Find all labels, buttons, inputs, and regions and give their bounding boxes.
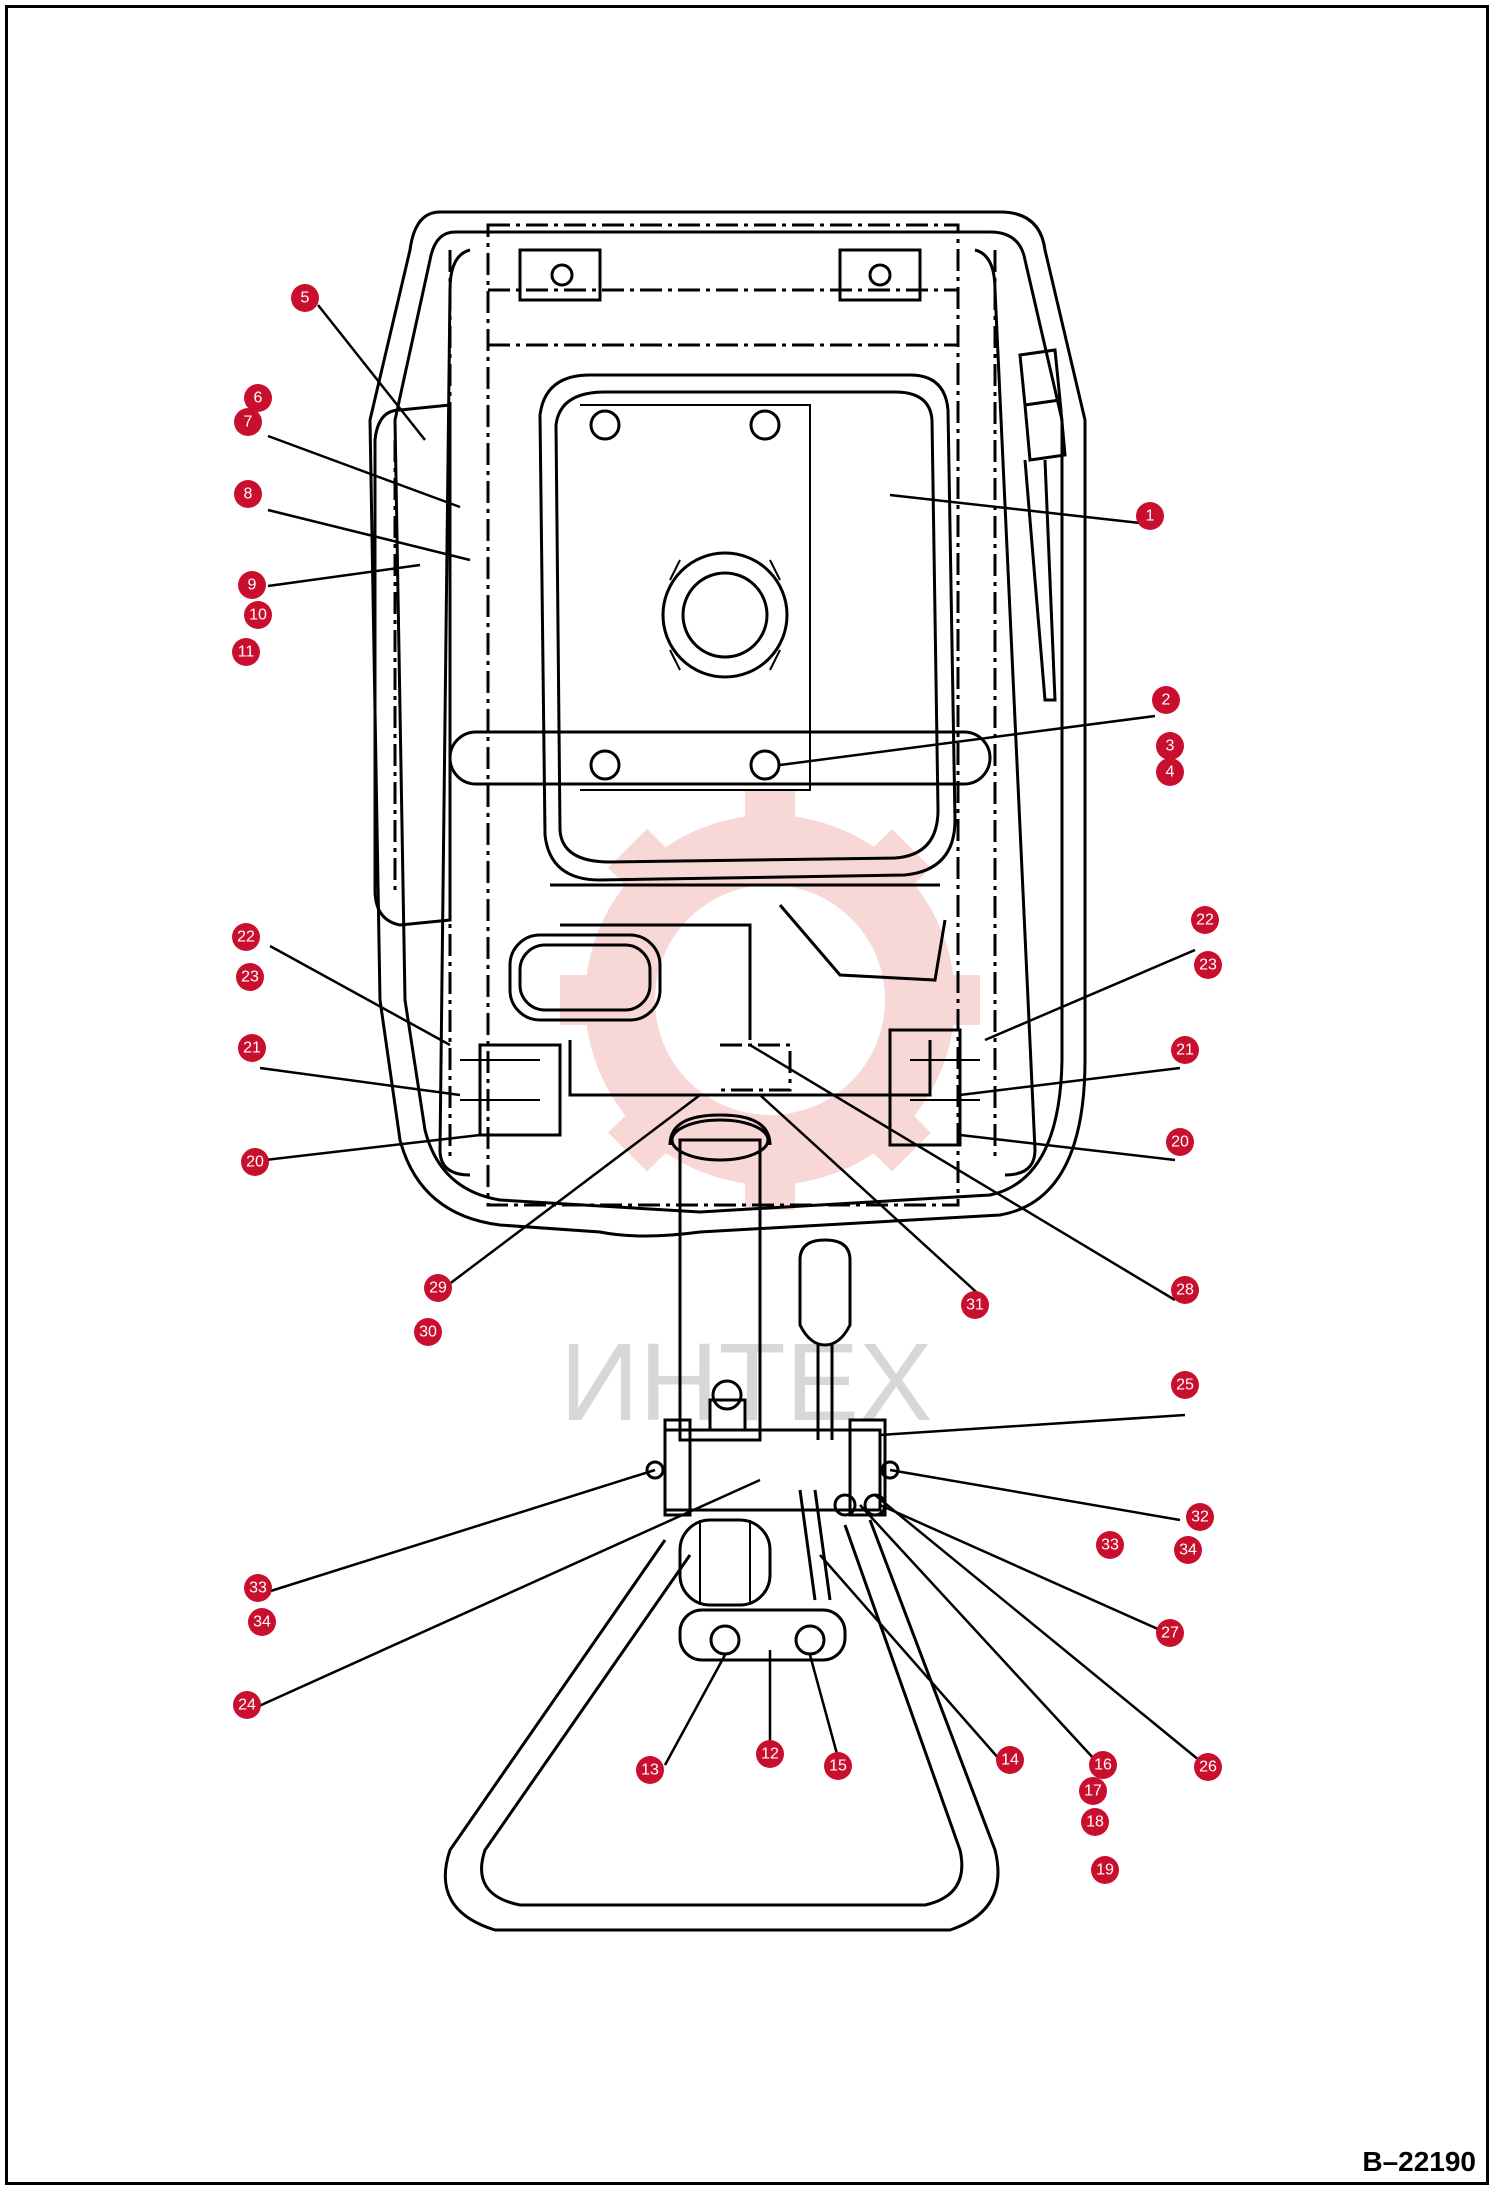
svg-text:18: 18	[1086, 1814, 1104, 1831]
svg-text:6: 6	[254, 390, 263, 407]
callout-1[interactable]: 1	[1136, 502, 1164, 530]
callout-23-right[interactable]: 23	[1194, 951, 1222, 979]
svg-text:29: 29	[429, 1280, 447, 1297]
callout-4[interactable]: 4	[1156, 758, 1184, 786]
watermark-gear-icon	[560, 790, 980, 1210]
svg-text:11: 11	[238, 644, 255, 661]
callout-3[interactable]: 3	[1156, 732, 1184, 760]
svg-text:22: 22	[1196, 912, 1214, 929]
svg-text:21: 21	[243, 1040, 261, 1057]
svg-text:1: 1	[1146, 508, 1155, 525]
leader-lines	[249, 304, 1206, 1766]
svg-text:9: 9	[248, 577, 257, 594]
callout-12[interactable]: 12	[756, 1740, 784, 1768]
svg-text:33: 33	[1101, 1537, 1119, 1554]
svg-text:33: 33	[249, 1580, 267, 1597]
callout-19[interactable]: 19	[1091, 1856, 1119, 1884]
slide-rail-assembly	[460, 883, 980, 1147]
svg-text:27: 27	[1161, 1625, 1179, 1642]
callout-30[interactable]: 30	[414, 1318, 442, 1346]
callout-11[interactable]: 11	[232, 638, 260, 666]
callout-5[interactable]: 5	[291, 284, 319, 312]
callout-28[interactable]: 28	[1171, 1276, 1199, 1304]
svg-text:22: 22	[237, 929, 255, 946]
callout-17[interactable]: 17	[1079, 1777, 1107, 1805]
svg-text:8: 8	[244, 486, 253, 503]
svg-text:16: 16	[1094, 1757, 1112, 1774]
callout-22-left[interactable]: 22	[232, 923, 260, 951]
svg-text:34: 34	[1179, 1542, 1197, 1559]
svg-text:12: 12	[761, 1746, 779, 1763]
callout-23-left[interactable]: 23	[236, 963, 264, 991]
callout-34-right[interactable]: 34	[1174, 1536, 1202, 1564]
callout-31[interactable]: 31	[961, 1291, 989, 1319]
callout-29[interactable]: 29	[424, 1274, 452, 1302]
svg-text:10: 10	[249, 607, 267, 624]
svg-text:15: 15	[829, 1758, 847, 1775]
callout-9[interactable]: 9	[238, 571, 266, 599]
svg-text:34: 34	[253, 1614, 271, 1631]
callout-15[interactable]: 15	[824, 1752, 852, 1780]
svg-text:32: 32	[1191, 1509, 1209, 1526]
svg-text:24: 24	[238, 1697, 256, 1714]
callout-10[interactable]: 10	[244, 601, 272, 629]
callout-21-left[interactable]: 21	[238, 1034, 266, 1062]
callout-8[interactable]: 8	[234, 480, 262, 508]
callout-20-left[interactable]: 20	[241, 1148, 269, 1176]
callout-14[interactable]: 14	[996, 1746, 1024, 1774]
svg-text:4: 4	[1166, 764, 1175, 781]
callout-34-left[interactable]: 34	[248, 1608, 276, 1636]
svg-text:5: 5	[301, 290, 310, 307]
svg-text:20: 20	[1171, 1134, 1189, 1151]
callout-16[interactable]: 16	[1089, 1751, 1117, 1779]
callout-20-right[interactable]: 20	[1166, 1128, 1194, 1156]
svg-text:23: 23	[1199, 957, 1217, 974]
svg-text:20: 20	[246, 1154, 264, 1171]
callout-6[interactable]: 6	[244, 384, 272, 412]
svg-text:17: 17	[1084, 1783, 1102, 1800]
svg-text:2: 2	[1162, 692, 1171, 709]
svg-text:19: 19	[1096, 1862, 1114, 1879]
svg-text:25: 25	[1176, 1377, 1194, 1394]
drawing-number: B–22190	[1362, 2146, 1476, 2177]
callout-18[interactable]: 18	[1081, 1808, 1109, 1836]
callout-7[interactable]: 7	[234, 408, 262, 436]
callout-badges: 1 2 3 4 5 6 7 8 9 10 11 12 13 14 15 16 1…	[232, 284, 1222, 1884]
callout-13[interactable]: 13	[636, 1756, 664, 1784]
svg-text:28: 28	[1176, 1282, 1194, 1299]
callout-22-right[interactable]: 22	[1191, 906, 1219, 934]
callout-2[interactable]: 2	[1152, 686, 1180, 714]
callout-33-left[interactable]: 33	[244, 1574, 272, 1602]
callout-33-right[interactable]: 33	[1096, 1531, 1124, 1559]
callout-26[interactable]: 26	[1194, 1753, 1222, 1781]
svg-text:26: 26	[1199, 1759, 1217, 1776]
svg-text:21: 21	[1176, 1042, 1194, 1059]
seat-column	[443, 1113, 1000, 1932]
svg-text:3: 3	[1166, 738, 1175, 755]
svg-text:23: 23	[241, 969, 259, 986]
svg-text:14: 14	[1001, 1752, 1019, 1769]
svg-text:13: 13	[641, 1762, 659, 1779]
seat-shell	[368, 210, 1087, 1238]
callout-32[interactable]: 32	[1186, 1503, 1214, 1531]
callout-24[interactable]: 24	[233, 1691, 261, 1719]
callout-27[interactable]: 27	[1156, 1619, 1184, 1647]
callout-25[interactable]: 25	[1171, 1371, 1199, 1399]
callout-21-right[interactable]: 21	[1171, 1036, 1199, 1064]
svg-text:31: 31	[966, 1297, 984, 1314]
svg-text:7: 7	[244, 414, 253, 431]
backrest-cushion	[448, 373, 992, 882]
svg-text:30: 30	[419, 1324, 437, 1341]
drawing-frame	[5, 5, 1489, 2185]
